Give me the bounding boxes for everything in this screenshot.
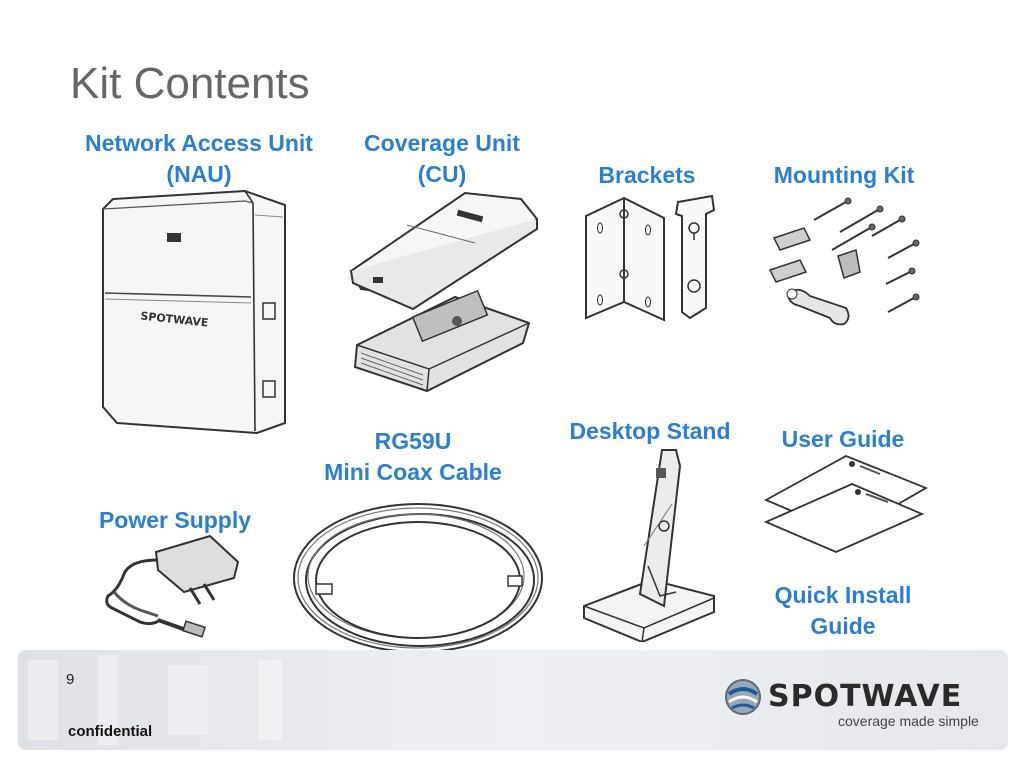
label-quick-install-line1: Quick Install [774,582,912,608]
label-coax-line1: RG59U [374,428,452,454]
user-guide-illustration [763,455,929,553]
label-user-guide-line1: User Guide [781,426,905,452]
coax-cable-illustration [293,503,543,653]
slide-title: Kit Contents [70,59,310,108]
label-nau: Network Access Unit (NAU) [70,128,328,190]
label-quick-install-line2: Guide [810,613,876,639]
confidential-note: confidential [68,723,153,740]
label-user-guide: User Guide [770,424,916,455]
spotwave-logo-icon [725,679,761,715]
label-cu-line2: (CU) [417,161,467,187]
label-power-supply: Power Supply [86,505,264,536]
label-brackets-line1: Brackets [598,162,696,188]
spotwave-logo: SPOTWAVE coverage made simple [720,674,990,734]
label-quick-install: Quick Install Guide [762,580,924,642]
label-coax-line2: Mini Coax Cable [324,459,502,485]
label-power-supply-line1: Power Supply [98,507,252,533]
power-supply-illustration [105,534,240,638]
label-brackets: Brackets [584,160,710,191]
brand-name: SPOTWAVE [768,679,963,714]
label-coax: RG59U Mini Coax Cable [310,426,516,488]
label-cu: Coverage Unit (CU) [352,128,532,190]
nau-device-illustration: SPOTWAVE [102,189,286,435]
label-mounting-kit: Mounting Kit [760,160,928,191]
label-cu-line1: Coverage Unit [364,130,520,156]
desktop-stand-illustration [583,449,715,642]
brand-tagline: coverage made simple [838,713,979,729]
label-desktop-stand-line1: Desktop Stand [569,418,731,444]
label-mounting-kit-line1: Mounting Kit [773,162,915,188]
coverage-unit-illustration [349,191,539,393]
footer-texture [18,650,1008,750]
bracket-illustration [585,194,716,322]
label-nau-line1: Network Access Unit [85,130,313,156]
page-number: 9 [66,671,75,688]
footer-band [18,650,1008,750]
mounting-kit-illustration [768,197,920,326]
label-nau-line2: (NAU) [166,161,232,187]
label-desktop-stand: Desktop Stand [556,416,744,447]
